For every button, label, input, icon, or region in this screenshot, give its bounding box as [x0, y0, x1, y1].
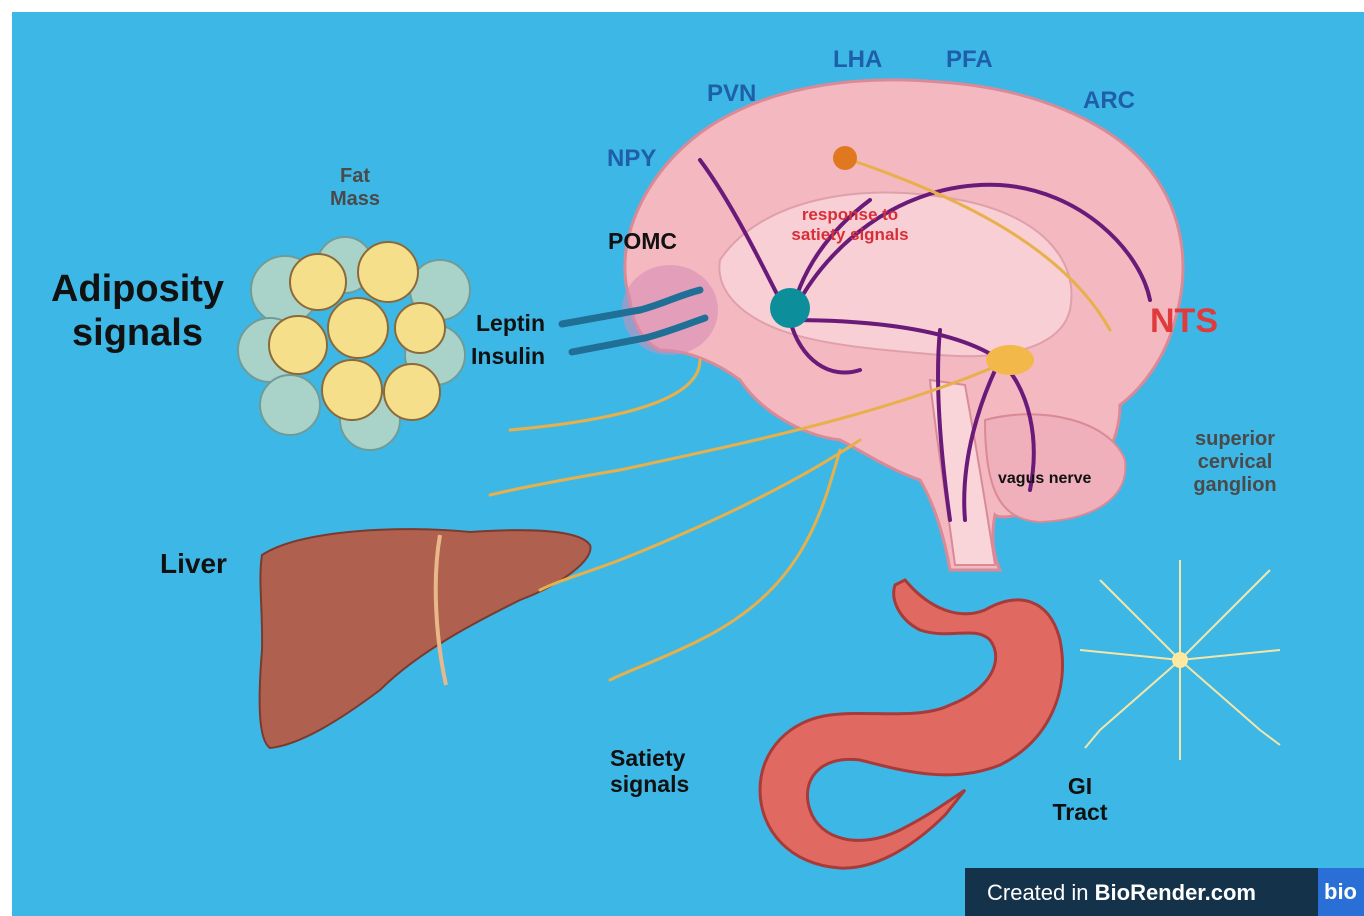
label-adiposity-line2: signals	[40, 312, 235, 356]
label-pvn: PVN	[707, 80, 756, 108]
nts-neuron	[986, 345, 1034, 375]
label-insulin: Insulin	[471, 343, 545, 369]
biorender-logo-icon: bio	[1318, 868, 1364, 916]
biorender-credit-bar[interactable]: Created in BioRender.com bio	[965, 868, 1364, 916]
label-scg-line2: cervical	[1185, 451, 1285, 474]
label-gi-line2: Tract	[1040, 799, 1120, 825]
label-adiposity-line1: Adiposity	[40, 268, 235, 312]
label-vagus-nerve: vagus nerve	[998, 470, 1091, 488]
lha-neuron	[833, 146, 857, 170]
credit-brand: BioRender.com	[1095, 880, 1256, 905]
label-nts: NTS	[1150, 302, 1218, 341]
label-liver: Liver	[160, 548, 227, 580]
credit-text: Created in BioRender.com	[987, 880, 1256, 906]
label-scg-line3: ganglion	[1185, 474, 1285, 497]
label-superior-cervical-ganglion: superior cervical ganglion	[1185, 428, 1285, 497]
label-satiety-signals: Satiety signals	[610, 745, 689, 798]
ganglion-cell-body	[1172, 652, 1188, 668]
label-satiety-line2: signals	[610, 771, 689, 797]
credit-prefix: Created in	[987, 880, 1095, 905]
pomc-neuron	[770, 288, 810, 328]
label-response-line2: satiety signals	[765, 225, 935, 245]
label-arc: ARC	[1083, 87, 1135, 115]
label-response-line1: response to	[765, 205, 935, 225]
label-pfa: PFA	[946, 46, 993, 74]
label-gi-tract: GI Tract	[1040, 773, 1120, 826]
label-gi-line1: GI	[1040, 773, 1120, 799]
label-lha: LHA	[833, 46, 882, 74]
label-npy: NPY	[607, 145, 656, 173]
label-pomc: POMC	[608, 228, 677, 254]
label-fat-mass-line1: Fat	[320, 165, 390, 188]
label-response: response to satiety signals	[765, 205, 935, 244]
label-adiposity: Adiposity signals	[40, 268, 235, 355]
label-leptin: Leptin	[476, 310, 545, 336]
label-fat-mass-line2: Mass	[320, 188, 390, 211]
label-satiety-line1: Satiety	[610, 745, 689, 771]
label-fat-mass: Fat Mass	[320, 165, 390, 211]
label-scg-line1: superior	[1185, 428, 1285, 451]
